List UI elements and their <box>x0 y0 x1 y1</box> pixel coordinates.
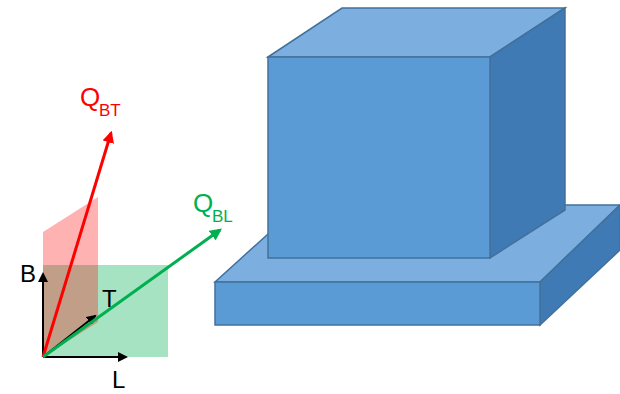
block <box>268 8 565 258</box>
axis-label: B <box>20 262 36 286</box>
b-axis <box>42 274 44 357</box>
vector-name: Q <box>80 84 100 110</box>
axis-label: L <box>112 368 125 392</box>
qbt-vector <box>43 133 111 357</box>
l-axis <box>43 356 126 358</box>
qbl-vector <box>43 230 220 357</box>
vector-subscript: BL <box>212 208 233 225</box>
axis-label: T <box>102 287 117 311</box>
vector-name: Q <box>193 190 213 216</box>
vector-subscript: BT <box>99 102 121 119</box>
